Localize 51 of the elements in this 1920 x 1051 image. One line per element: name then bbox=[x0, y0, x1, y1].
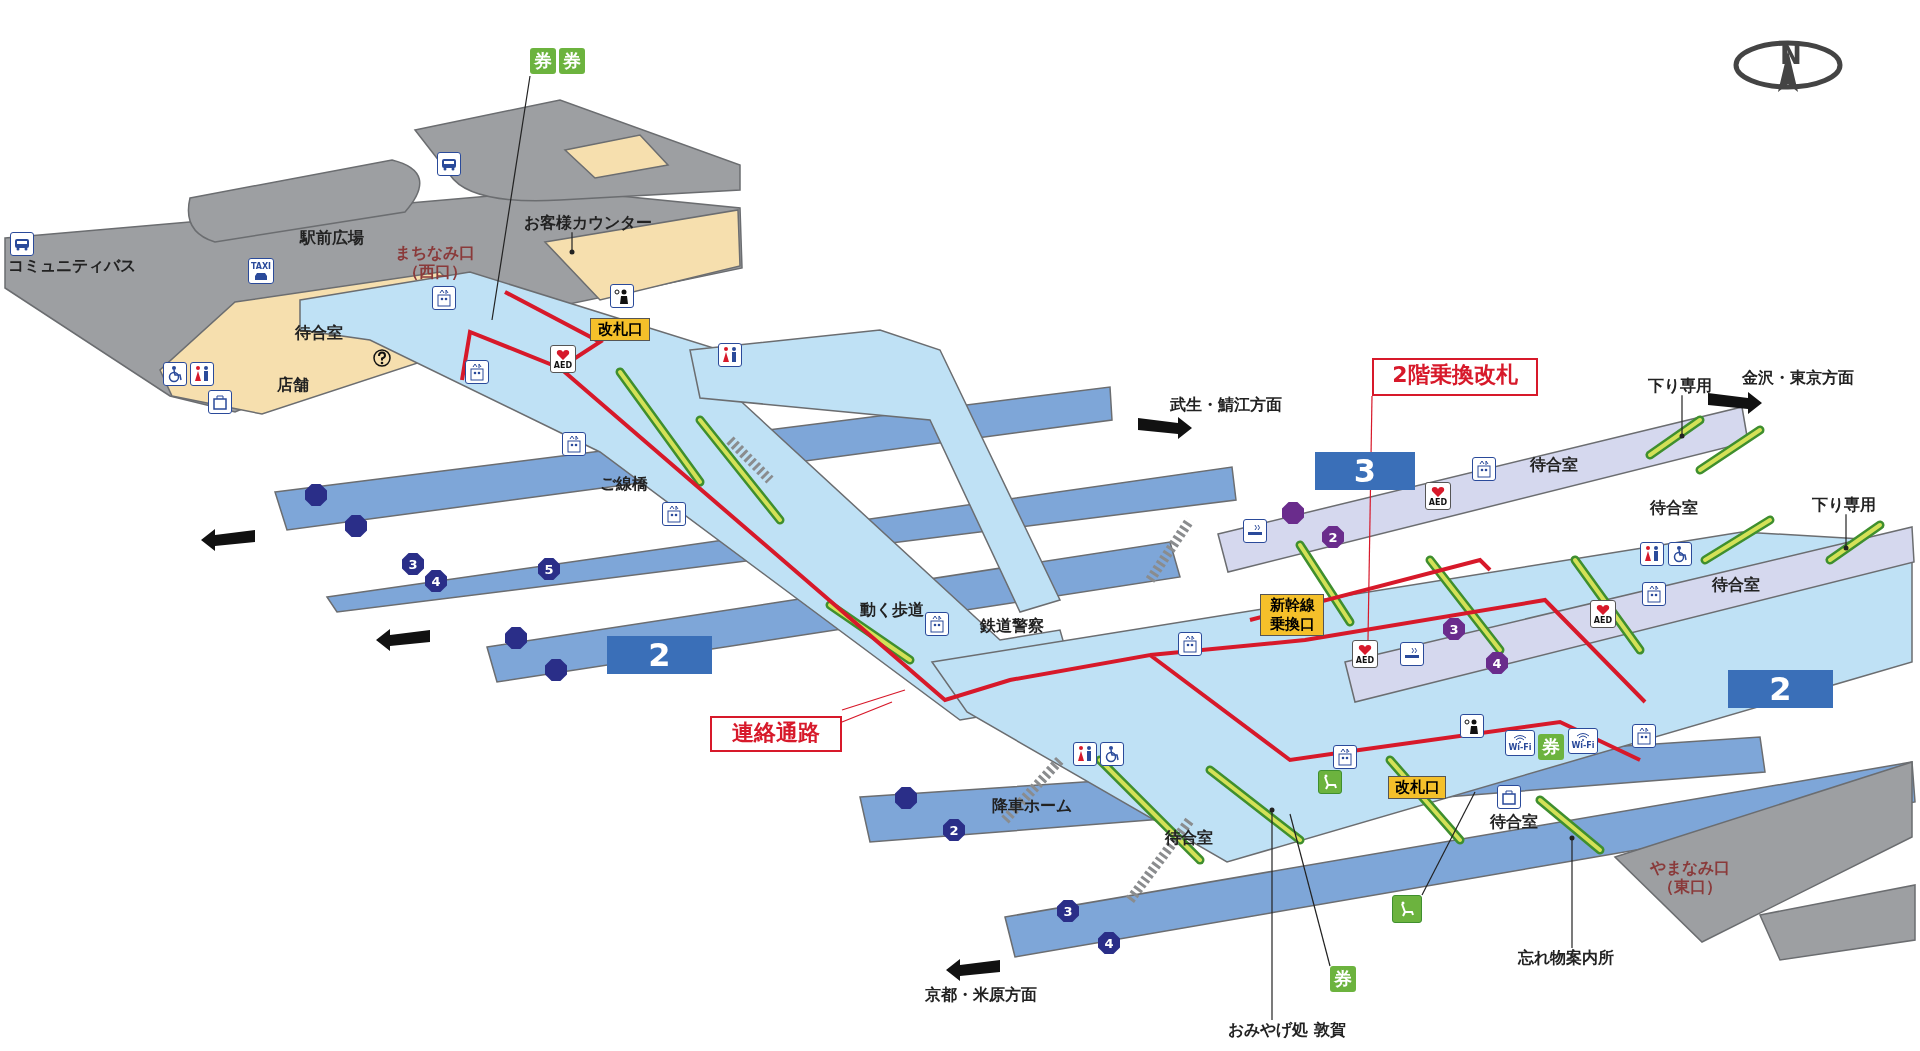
callout-text: おみやげ処 敦賀 bbox=[1228, 1020, 1346, 1040]
wifi-icon: Wi-Fi bbox=[1505, 730, 1535, 756]
taxi-icon: TAXI bbox=[248, 258, 274, 284]
track-sign: 2 bbox=[607, 636, 712, 674]
aed-icon: AED bbox=[550, 345, 576, 373]
ticket-machine-icon: 券 bbox=[530, 48, 556, 74]
ticket-machine-icon: 券 bbox=[1538, 734, 1564, 760]
callout-text: 忘れ物案内所 bbox=[1518, 948, 1614, 968]
track-number: 2 bbox=[943, 819, 965, 841]
track-number: 5 bbox=[538, 558, 560, 580]
track-number: 4 bbox=[425, 570, 447, 592]
area-label: 待合室 bbox=[1712, 575, 1760, 595]
ticket-machine-icon: 券 bbox=[559, 48, 585, 74]
leader-line bbox=[1367, 395, 1373, 641]
reclining-seat-icon bbox=[1392, 895, 1422, 923]
exit-label: やまなみ口（東口） bbox=[1649, 858, 1731, 897]
track-number: 3 bbox=[402, 553, 424, 575]
gate-sign: 改札口 bbox=[590, 318, 650, 341]
callout-box: 2階乗換改札 bbox=[1372, 358, 1538, 396]
callout-box: 連絡通路 bbox=[710, 716, 842, 752]
area-label: 武生・鯖江方面 bbox=[1170, 395, 1282, 415]
track-sign: 2 bbox=[1728, 670, 1833, 708]
track-sign: 3 bbox=[1315, 452, 1415, 490]
area-label: 駅前広場 bbox=[300, 228, 364, 248]
area-label: 待合室 bbox=[1530, 455, 1578, 475]
area-label: 待合室 bbox=[1490, 812, 1538, 832]
aed-icon: AED bbox=[1352, 640, 1378, 668]
area-label: 京都・米原方面 bbox=[925, 985, 1037, 1005]
area-label: コミュニティバス bbox=[8, 256, 136, 276]
aed-icon: AED bbox=[1425, 482, 1451, 510]
area-label: 店舗 bbox=[277, 375, 309, 395]
area-label: 動く歩道 bbox=[860, 600, 924, 620]
area-label: 金沢・東京方面 bbox=[1742, 368, 1854, 388]
area-label: 降車ホーム bbox=[992, 796, 1072, 816]
aed-icon: AED bbox=[1590, 600, 1616, 628]
callout-text: お客様カウンター bbox=[524, 213, 652, 233]
gate-sign: 新幹線乗換口 bbox=[1260, 594, 1324, 636]
leader-line bbox=[1421, 791, 1476, 896]
leader-line bbox=[841, 689, 906, 711]
callout-text: 下り専用 bbox=[1812, 495, 1876, 515]
gate-sign: 改札口 bbox=[1388, 776, 1446, 799]
track-number: 3 bbox=[1057, 900, 1079, 922]
callout-text: 下り専用 bbox=[1648, 376, 1712, 396]
leader-line bbox=[1289, 813, 1331, 967]
track-number: 4 bbox=[1098, 932, 1120, 954]
leader-line bbox=[841, 701, 893, 723]
ticket-machine-icon: 券 bbox=[1330, 966, 1356, 992]
leader-line bbox=[491, 75, 531, 321]
track-number: 2 bbox=[1322, 526, 1344, 548]
wifi-icon: Wi-Fi bbox=[1568, 728, 1598, 754]
area-label: 待合室 bbox=[1650, 498, 1698, 518]
